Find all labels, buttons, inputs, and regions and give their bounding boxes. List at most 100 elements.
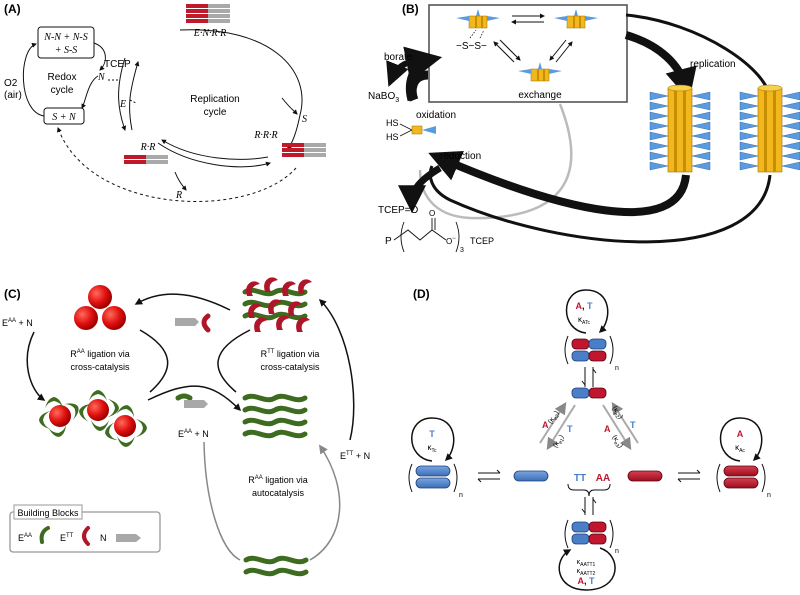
replication-arrow-small — [624, 31, 697, 101]
tcep-o-arrow — [398, 164, 442, 214]
hs-label-2: HS — [386, 132, 399, 142]
autocat-arc-right — [309, 444, 341, 561]
eq-arrow-left-b — [493, 41, 515, 63]
rtri-k2-label: (κe3) — [609, 434, 624, 450]
legend-n-icon — [116, 534, 141, 542]
k-atc-label: κATc — [578, 315, 590, 326]
eaa-n-label: EAA + N — [2, 318, 33, 328]
tcep-o-minus-label: O− — [446, 236, 456, 246]
rrr-complex-icon — [282, 143, 326, 157]
tri-right-down — [602, 404, 632, 451]
panel-c-tag: (C) — [4, 287, 21, 301]
redox-top-box — [37, 26, 95, 59]
right-a-label: A — [737, 429, 744, 439]
disulfide-label: −S−S− — [456, 41, 487, 52]
replication-arrow-big — [625, 13, 776, 105]
air-label: (air) — [4, 90, 22, 101]
arc-top-left — [134, 293, 231, 311]
green-n-piece-icon — [175, 393, 208, 408]
top-duplex-upper — [571, 338, 607, 350]
r-label: R — [175, 190, 182, 201]
reduction-label: reduction — [440, 151, 481, 162]
panel-a: (A) N-N + N-S + S-S Redox cycle S + N O2… — [4, 2, 326, 202]
tcep-paren-left — [400, 221, 405, 253]
tcep-p-label: P — [385, 236, 392, 247]
left-cycle-arrow — [411, 417, 455, 462]
panel-a-tag: (A) — [4, 2, 21, 16]
left-paren-right — [453, 463, 458, 493]
rep-title-1: Replication — [190, 94, 239, 105]
raa-auto-line2: autocatalysis — [252, 488, 305, 498]
legend-n-label: N — [100, 533, 107, 543]
e-label: E — [119, 99, 126, 110]
right-eq-lines — [678, 472, 700, 480]
ltri-t-label: T — [567, 424, 573, 434]
k-ac-label: κAc — [735, 443, 745, 454]
top-eq-lines — [584, 367, 594, 387]
exchange-label: exchange — [518, 90, 562, 101]
reduction-arrow-outer — [428, 165, 772, 244]
enrr-complex-icon — [186, 4, 230, 23]
redox-top-line2: + S-S — [55, 45, 78, 56]
legend-eaa-label: EAA — [18, 533, 32, 543]
s-label: S — [302, 114, 307, 125]
right-paren-right — [761, 463, 766, 493]
tri-left-up — [539, 401, 567, 444]
r-arrow — [174, 171, 187, 191]
ltri-k2-label: (κe1) — [552, 434, 567, 450]
tri-left-down — [546, 404, 576, 451]
top-eq-heads — [581, 368, 597, 386]
raa-cross-line1: RAA ligation via — [70, 349, 130, 359]
exchange-box — [428, 4, 628, 103]
tcep-b-label: TCEP — [470, 236, 494, 246]
s-arrow — [281, 97, 298, 115]
tcep-paren-right — [455, 221, 460, 253]
rtri-a-label: A — [604, 424, 611, 434]
tcep-o-top-label: O — [429, 209, 435, 218]
right-eq-heads — [677, 469, 701, 483]
tcep-a-label: TCEP — [104, 59, 131, 70]
bottom-cycle-label: A, T — [577, 576, 595, 586]
stack-small — [739, 84, 800, 173]
redox-title-1: Redox — [48, 72, 77, 83]
aa-label: AA — [596, 473, 610, 484]
autocat-arc-left — [203, 441, 241, 561]
eq-arrow-right-b — [555, 41, 573, 63]
rtt-cross-line1: RTT ligation via — [261, 349, 320, 359]
red-green-mesh-icon — [245, 277, 312, 332]
borate-arrow — [386, 57, 419, 87]
rtri-k-label: (κe2) — [609, 405, 624, 421]
n-left-label: n — [459, 492, 463, 499]
n-to-sn-arrow — [81, 75, 99, 109]
rep-arc-left-back — [129, 61, 140, 131]
bottom-duplex-lower — [571, 533, 607, 545]
left-paren-left — [408, 463, 413, 493]
eaa-arrow-left — [26, 331, 46, 401]
enrr-label: E·N·R·R — [193, 28, 227, 39]
left-t-label: T — [429, 429, 435, 439]
mid-blue-monomer — [513, 470, 549, 482]
oxidation-label: oxidation — [416, 110, 456, 121]
n-bottom-label: n — [615, 548, 619, 555]
top-cycle-label: A, T — [575, 301, 593, 311]
bottom-paren-right — [609, 519, 614, 549]
underbrace — [567, 483, 611, 497]
raa-cross-line2: cross-catalysis — [70, 362, 130, 372]
ball-left-icon — [74, 306, 98, 330]
monomer-tail-icon — [422, 126, 436, 134]
redox-bottom-label: S + N — [52, 112, 77, 123]
rep-arc-top — [179, 29, 303, 116]
ball-right-icon — [102, 306, 126, 330]
tt-label: TT — [574, 473, 586, 484]
n-top-label: n — [615, 365, 619, 372]
left-duplex-upper — [415, 465, 451, 477]
rtt-cross-line2: cross-catalysis — [260, 362, 320, 372]
rep-arc-bottom-2 — [161, 139, 269, 160]
k-aatt1-label: κAATT1 — [577, 559, 596, 568]
o2-label: O2 — [4, 78, 18, 89]
k-aatt2-label: κAATT2 — [577, 568, 596, 577]
rep-title-2: cycle — [204, 107, 227, 118]
top-cycle-arrow — [565, 289, 609, 334]
right-paren-left — [716, 463, 721, 493]
arc-mid-left — [139, 329, 169, 393]
